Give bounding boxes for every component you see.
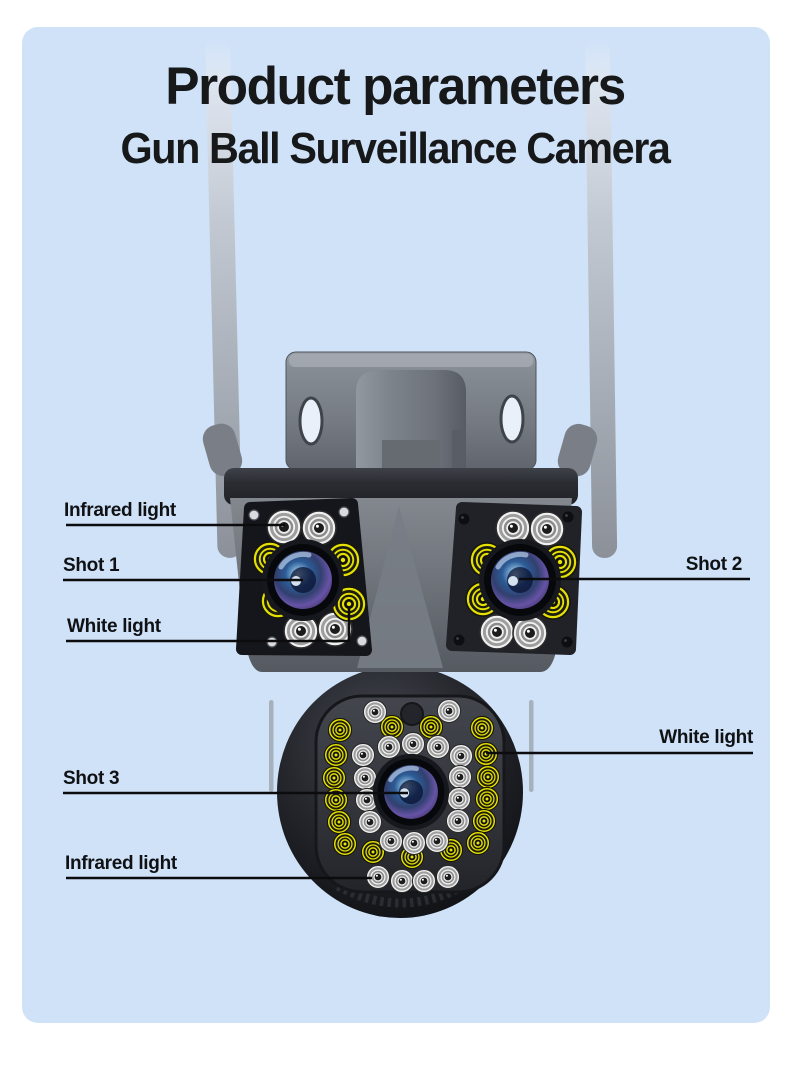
callout-label-shot-1: Shot 1 bbox=[63, 555, 120, 576]
callout-line-white-light-left bbox=[66, 606, 351, 643]
antenna-right bbox=[585, 37, 618, 558]
lens-panel-left bbox=[236, 498, 372, 656]
light-sensor bbox=[400, 702, 424, 726]
page-title: Product parameters bbox=[165, 57, 626, 116]
callout-label-white-light-left: White light bbox=[67, 616, 161, 637]
mounting-bracket bbox=[285, 351, 537, 471]
callout-lines bbox=[63, 523, 753, 880]
page-subtitle: Gun Ball Surveillance Camera bbox=[120, 124, 670, 173]
antenna-hinge-right bbox=[557, 423, 598, 477]
callout-label-shot-3: Shot 3 bbox=[63, 768, 120, 789]
callout-label-infrared-top: Infrared light bbox=[64, 500, 176, 521]
bracket-screw-hole-left bbox=[298, 396, 324, 446]
lens-panel-right bbox=[446, 502, 582, 655]
gun-camera-top-bar bbox=[224, 468, 578, 505]
callout-label-shot-2: Shot 2 bbox=[685, 554, 743, 575]
gun-body-center-wedge bbox=[357, 506, 443, 668]
callout-label-infrared-bottom: Infrared light bbox=[65, 853, 177, 874]
bracket-screw-hole-right bbox=[499, 394, 525, 444]
callout-label-white-light-right: White light bbox=[659, 727, 753, 748]
antenna-hinge-left bbox=[202, 423, 243, 477]
